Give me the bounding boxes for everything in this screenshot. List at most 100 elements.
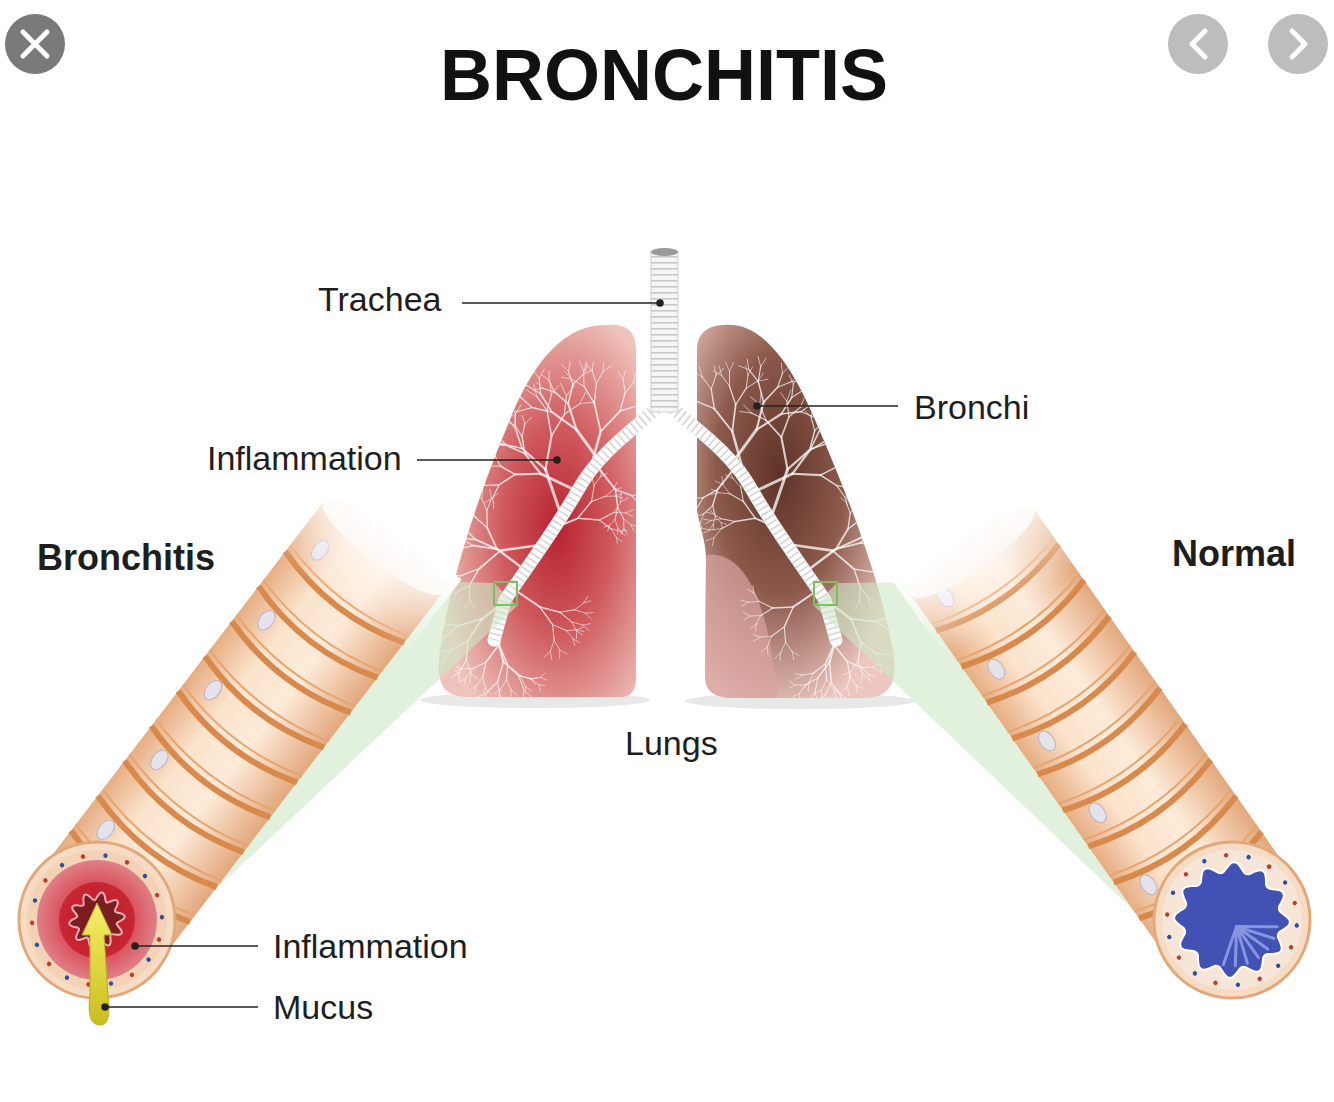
cartilage-ring bbox=[176, 685, 302, 785]
bronchiole bbox=[603, 366, 611, 372]
cell-dot bbox=[29, 920, 35, 926]
bronchiole bbox=[764, 387, 778, 402]
bronchiole bbox=[849, 446, 858, 455]
bronchiole bbox=[792, 474, 820, 475]
bronchiole bbox=[834, 645, 847, 662]
bronchiole bbox=[860, 523, 876, 539]
bronchiole bbox=[696, 509, 697, 518]
bronchiole bbox=[744, 616, 750, 620]
bronchiole bbox=[861, 529, 874, 543]
bronchiole bbox=[485, 424, 489, 434]
bronchiole bbox=[576, 631, 577, 639]
bronchiole bbox=[494, 428, 498, 437]
bronchiole bbox=[746, 366, 748, 375]
bronchiole bbox=[741, 600, 749, 602]
gland-oval bbox=[984, 656, 1008, 682]
gland-oval bbox=[1136, 872, 1160, 898]
bronchiole bbox=[848, 699, 855, 700]
bronchiole bbox=[583, 371, 585, 386]
bronchiole bbox=[854, 461, 863, 466]
bronchiole bbox=[455, 669, 462, 672]
bronchiole bbox=[677, 386, 686, 391]
bronchiole bbox=[437, 533, 445, 537]
bronchiole bbox=[878, 505, 879, 516]
bronchiole bbox=[542, 375, 549, 380]
bronchiole bbox=[634, 379, 642, 382]
bronchiole bbox=[868, 675, 870, 681]
bronchiole bbox=[515, 385, 527, 386]
bronchiole bbox=[741, 602, 748, 606]
bronchiole bbox=[826, 416, 837, 420]
bronchus-rings bbox=[494, 405, 660, 640]
bronchiole bbox=[626, 510, 634, 513]
cross-section bbox=[0, 811, 206, 1030]
bronchiole bbox=[457, 501, 458, 512]
bronchiole bbox=[456, 538, 476, 539]
bronchiole bbox=[487, 499, 492, 511]
bronchiole bbox=[443, 533, 456, 539]
bronchiole bbox=[782, 365, 790, 373]
cell-dot bbox=[1246, 854, 1252, 860]
bronchiole bbox=[710, 529, 721, 530]
bronchiole bbox=[684, 513, 688, 518]
bronchiole bbox=[696, 498, 702, 509]
bronchiole bbox=[491, 493, 498, 499]
bronchiole bbox=[810, 701, 817, 702]
bronchiole bbox=[721, 523, 726, 525]
bronchiole bbox=[621, 528, 624, 534]
bronchiole bbox=[496, 708, 497, 716]
bronchiole bbox=[534, 385, 537, 397]
bronchiole bbox=[704, 506, 713, 514]
bronchiole bbox=[643, 494, 650, 497]
bronchiole bbox=[577, 630, 584, 632]
bronchiole bbox=[499, 474, 515, 484]
bronchiole bbox=[706, 538, 714, 541]
bronchiole bbox=[604, 525, 609, 527]
bronchiole bbox=[799, 694, 800, 701]
bronchiole bbox=[624, 528, 627, 534]
cell-dot bbox=[102, 852, 108, 858]
bronchiole bbox=[709, 509, 713, 514]
bronchiole bbox=[689, 516, 696, 517]
bronchiole bbox=[872, 667, 879, 671]
bronchiole bbox=[840, 433, 848, 439]
bronchiole bbox=[539, 684, 545, 686]
bronchiole bbox=[554, 640, 560, 650]
bronchiole bbox=[583, 370, 592, 374]
bronchiole bbox=[515, 473, 541, 476]
bronchiole bbox=[618, 507, 624, 518]
bronchiole bbox=[640, 504, 643, 511]
bronchiole bbox=[639, 397, 649, 405]
bronchiole bbox=[773, 469, 788, 512]
bronchiole bbox=[470, 698, 476, 705]
bronchiole bbox=[832, 415, 844, 418]
bronchiole bbox=[476, 703, 482, 708]
bronchiole bbox=[821, 680, 826, 690]
bronchiole bbox=[861, 543, 877, 548]
bronchiole bbox=[761, 647, 767, 652]
bronchiole bbox=[820, 466, 838, 475]
bronchiole bbox=[683, 498, 691, 502]
bronchiole bbox=[879, 497, 880, 508]
bronchiole bbox=[758, 373, 763, 381]
bronchiole bbox=[861, 667, 868, 674]
bronchiole bbox=[481, 466, 488, 470]
bronchiole bbox=[618, 528, 622, 533]
bronchiole bbox=[893, 542, 899, 548]
bronchiole bbox=[470, 686, 476, 690]
bronchiole bbox=[710, 524, 713, 528]
bronchiole bbox=[835, 421, 844, 428]
bronchiole bbox=[618, 372, 623, 380]
bronchiole bbox=[485, 439, 493, 445]
bronchiole bbox=[518, 675, 531, 678]
bronchiole bbox=[565, 372, 572, 380]
bronchiole bbox=[781, 417, 789, 437]
bronchiole bbox=[435, 545, 444, 546]
bronchiole bbox=[861, 674, 862, 683]
bronchiole bbox=[640, 504, 647, 508]
bronchiole bbox=[719, 366, 721, 375]
bronchiole bbox=[506, 665, 507, 680]
bronchiole bbox=[841, 498, 847, 504]
leader-dot bbox=[754, 403, 760, 409]
cartilage-ring bbox=[171, 691, 297, 792]
